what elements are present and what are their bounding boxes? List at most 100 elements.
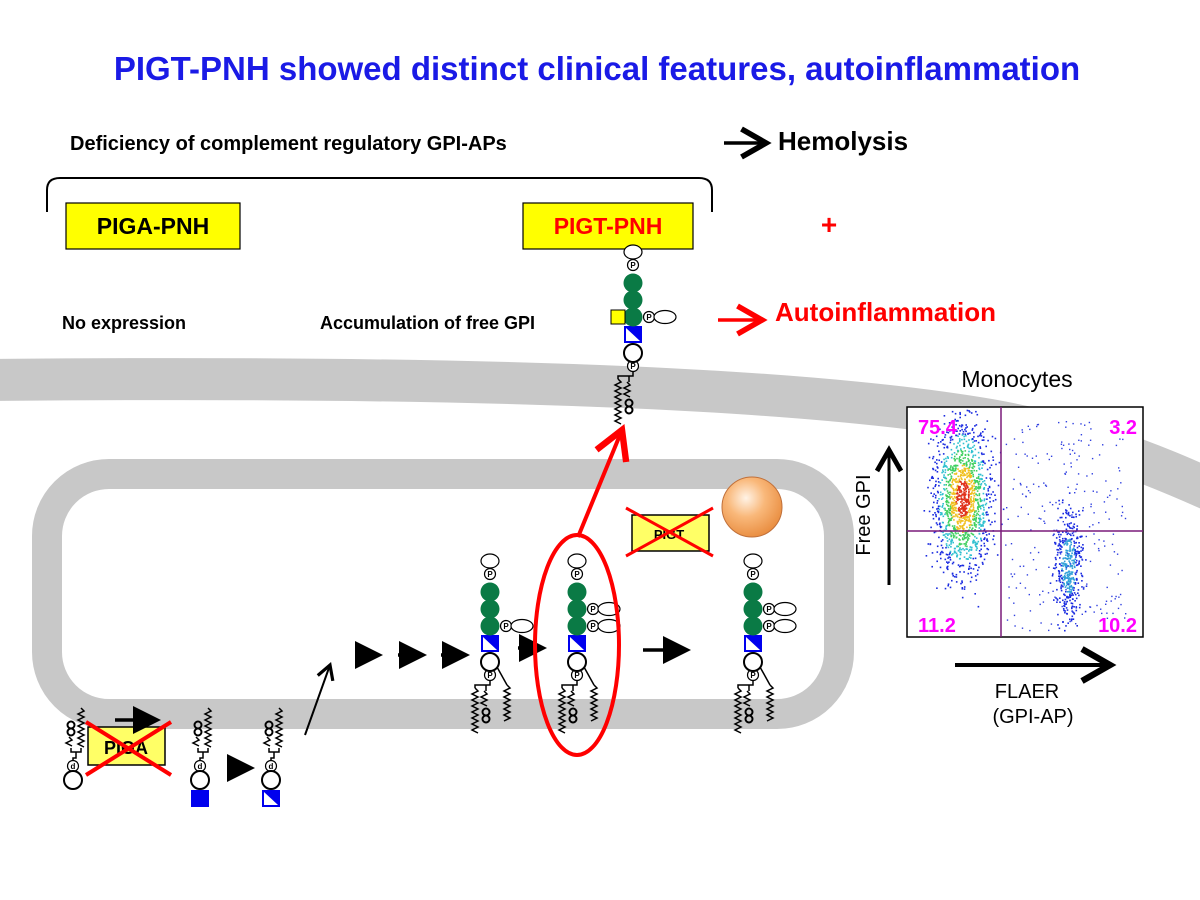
event-dot xyxy=(1065,584,1068,587)
event-dot xyxy=(945,500,947,503)
event-dot xyxy=(1088,526,1091,528)
event-dot xyxy=(1088,444,1090,446)
event-dot xyxy=(956,488,959,491)
event-dot xyxy=(960,548,963,551)
event-dot xyxy=(942,551,944,554)
event-dot xyxy=(937,491,939,494)
event-dot xyxy=(939,428,941,431)
event-dot xyxy=(1040,622,1042,624)
event-dot xyxy=(1112,533,1115,535)
event-dot xyxy=(964,520,966,523)
event-dot xyxy=(952,488,955,490)
event-dot xyxy=(953,526,956,529)
event-dot xyxy=(1058,531,1060,533)
event-dot xyxy=(967,509,970,512)
event-dot xyxy=(968,548,971,551)
event-dot xyxy=(975,579,978,581)
event-dot xyxy=(1071,571,1074,573)
event-dot xyxy=(1071,565,1073,568)
event-dot xyxy=(953,470,955,472)
event-dot xyxy=(946,510,948,513)
event-dot xyxy=(1106,617,1109,619)
event-dot xyxy=(980,518,982,521)
event-dot xyxy=(1059,579,1061,581)
event-dot xyxy=(1071,602,1074,605)
event-dot xyxy=(1065,528,1068,531)
event-dot xyxy=(965,501,968,504)
event-dot xyxy=(943,415,946,417)
event-dot xyxy=(1071,449,1074,452)
event-dot xyxy=(937,467,939,469)
event-dot xyxy=(1025,495,1027,497)
event-dot xyxy=(933,531,936,534)
event-dot xyxy=(981,474,984,477)
event-dot xyxy=(982,492,985,495)
event-dot xyxy=(960,520,962,523)
event-dot xyxy=(1062,565,1065,567)
event-dot xyxy=(961,478,963,481)
event-dot xyxy=(970,481,973,484)
event-dot xyxy=(975,510,977,512)
event-dot xyxy=(968,410,970,412)
event-dot xyxy=(955,477,958,480)
event-dot xyxy=(967,493,970,496)
event-dot xyxy=(964,414,967,417)
flow-plot-title: Monocytes xyxy=(961,366,1072,392)
event-dot xyxy=(952,541,954,544)
event-dot xyxy=(978,550,981,552)
event-dot xyxy=(977,481,979,483)
event-dot xyxy=(967,537,970,540)
event-dot xyxy=(1071,559,1073,562)
autoinflammation-label: Autoinflammation xyxy=(775,297,996,327)
event-dot xyxy=(976,573,979,576)
event-dot xyxy=(940,441,942,443)
event-dot xyxy=(1068,492,1071,494)
event-dot xyxy=(1064,610,1066,612)
event-dot xyxy=(1068,522,1071,525)
event-dot xyxy=(970,572,972,574)
event-dot xyxy=(1065,588,1067,591)
event-dot xyxy=(976,542,979,545)
event-dot xyxy=(1106,612,1108,614)
event-dot xyxy=(963,497,966,500)
event-dot xyxy=(1108,518,1110,520)
event-dot xyxy=(974,498,977,500)
svg-text:P: P xyxy=(487,671,493,680)
event-dot xyxy=(976,547,978,550)
event-dot xyxy=(964,482,966,484)
event-dot xyxy=(938,508,941,511)
event-dot xyxy=(1034,546,1036,549)
event-dot xyxy=(977,501,979,504)
event-dot xyxy=(945,497,948,500)
event-dot xyxy=(1022,565,1025,567)
event-dot xyxy=(947,469,949,471)
event-dot xyxy=(932,468,935,471)
event-dot xyxy=(963,474,965,477)
event-dot xyxy=(987,488,989,490)
event-dot xyxy=(977,451,980,454)
event-dot xyxy=(949,491,951,494)
event-dot xyxy=(982,517,985,519)
event-dot xyxy=(936,523,939,526)
event-dot xyxy=(965,483,968,485)
event-dot xyxy=(1070,527,1072,529)
event-dot xyxy=(1024,587,1027,589)
event-dot xyxy=(1074,558,1077,560)
event-dot xyxy=(948,511,951,514)
event-dot xyxy=(949,512,951,515)
inositol-circle xyxy=(480,652,500,672)
event-dot xyxy=(937,477,939,480)
event-dot xyxy=(972,473,974,476)
event-dot xyxy=(1070,581,1072,583)
event-dot xyxy=(1071,552,1073,554)
event-dot xyxy=(956,516,959,518)
event-dot xyxy=(1068,586,1071,588)
event-dot xyxy=(930,492,932,494)
event-dot xyxy=(958,488,960,490)
event-dot xyxy=(955,537,958,539)
event-dot xyxy=(1024,453,1026,455)
event-dot xyxy=(963,438,966,441)
event-dot xyxy=(1063,605,1065,607)
event-dot xyxy=(980,528,982,531)
event-dot xyxy=(969,524,971,527)
